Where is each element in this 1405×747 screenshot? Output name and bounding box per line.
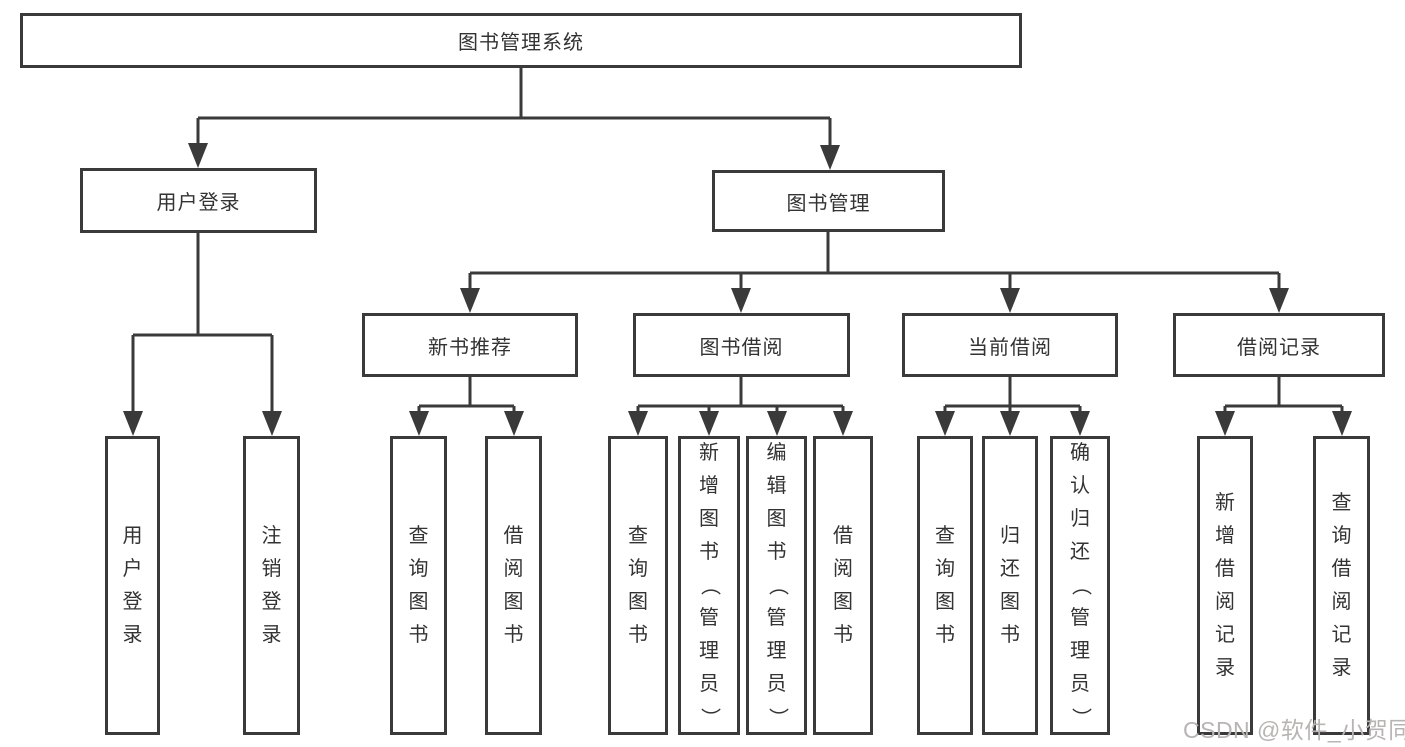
leaf-return-books: 归还图书 <box>982 436 1038 735</box>
leaf-logout-label: 注销登录 <box>261 524 282 646</box>
leaf-add-books-admin-label: 新增图书（管理员） <box>698 442 721 728</box>
leaf-user-login: 用户登录 <box>105 436 160 735</box>
leaf-borrow-books-borrowing: 借阅图书 <box>813 436 873 735</box>
node-current-borrowing-label: 当前借阅 <box>968 336 1052 359</box>
leaf-edit-books-admin: 编辑图书（管理员） <box>746 436 807 735</box>
leaf-add-borrow-record: 新增借阅记录 <box>1197 436 1253 735</box>
node-new-book-recommend: 新书推荐 <box>362 313 578 377</box>
node-borrowing-records-label: 借阅记录 <box>1237 336 1321 359</box>
leaf-query-books-borrowing-label: 查询图书 <box>628 524 648 646</box>
node-library-management-system: 图书管理系统 <box>20 13 1022 68</box>
node-book-borrowing-label: 图书借阅 <box>699 336 784 359</box>
leaf-edit-books-admin-label: 编辑图书（管理员） <box>766 442 788 728</box>
node-book-management: 图书管理 <box>712 170 945 232</box>
leaf-return-books-label: 归还图书 <box>1000 524 1020 646</box>
leaf-confirm-return-admin-label: 确认归还（管理员） <box>1069 442 1092 728</box>
node-current-borrowing: 当前借阅 <box>902 313 1118 377</box>
leaf-user-login-label: 用户登录 <box>122 524 143 646</box>
leaf-query-books-current: 查询图书 <box>917 436 973 735</box>
leaf-logout: 注销登录 <box>243 436 300 735</box>
leaf-borrow-books-borrowing-label: 借阅图书 <box>833 524 853 646</box>
node-new-book-recommend-label: 新书推荐 <box>428 336 512 359</box>
node-user-login-label: 用户登录 <box>156 192 241 214</box>
leaf-add-borrow-record-label: 新增借阅记录 <box>1215 491 1235 679</box>
csdn-watermark: CSDN @软件_小贺同学 <box>1183 717 1405 743</box>
leaf-query-books-borrowing: 查询图书 <box>608 436 668 735</box>
leaf-borrow-books-newbook: 借阅图书 <box>485 436 542 735</box>
leaf-query-books-newbook: 查询图书 <box>390 436 447 735</box>
leaf-add-books-admin: 新增图书（管理员） <box>678 436 740 735</box>
leaf-query-borrow-record-label: 查询借阅记录 <box>1331 491 1352 679</box>
node-user-login: 用户登录 <box>80 168 317 233</box>
leaf-query-books-current-label: 查询图书 <box>935 524 955 646</box>
node-borrowing-records: 借阅记录 <box>1173 313 1385 377</box>
leaf-query-books-newbook-label: 查询图书 <box>408 524 429 646</box>
node-library-management-system-label: 图书管理系统 <box>458 32 584 54</box>
node-book-management-label: 图书管理 <box>786 192 871 215</box>
leaf-borrow-books-newbook-label: 借阅图书 <box>503 524 524 646</box>
node-book-borrowing: 图书借阅 <box>633 313 850 377</box>
leaf-query-borrow-record: 查询借阅记录 <box>1313 436 1370 735</box>
leaf-confirm-return-admin: 确认归还（管理员） <box>1050 436 1110 735</box>
